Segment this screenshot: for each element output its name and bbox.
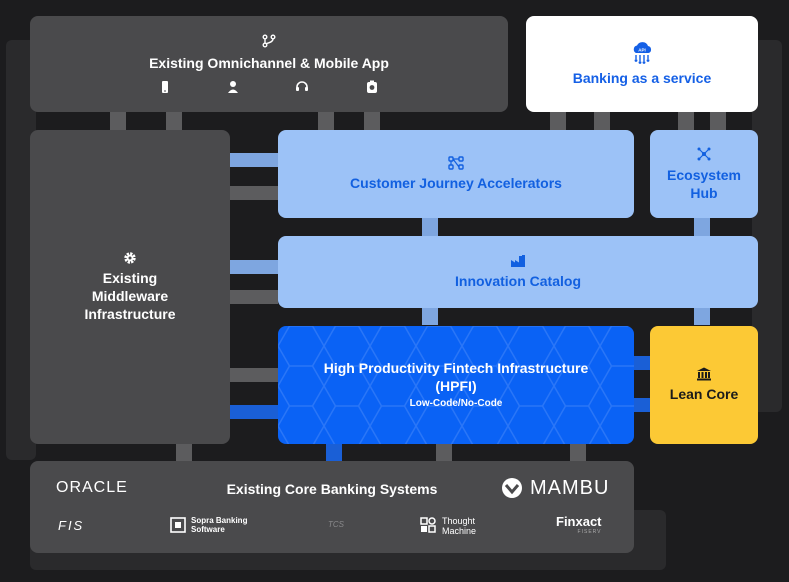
user-icon [228, 81, 238, 93]
bank-icon [697, 367, 711, 381]
connector [166, 112, 182, 130]
cja-box: Customer Journey Accelerators [278, 130, 634, 218]
branch-icon [262, 34, 276, 48]
sopra-logo-icon [170, 517, 186, 533]
connector [594, 112, 610, 130]
connector [230, 368, 278, 382]
mambu-logo-icon [502, 478, 522, 498]
connector [678, 112, 694, 130]
sopra-logo-line1: Sopra Banking [191, 516, 248, 525]
finxact-logo-text: Finxact [556, 514, 602, 529]
connector [632, 356, 650, 370]
headset-icon [296, 81, 308, 91]
sopra-logo-line2: Software [191, 525, 225, 534]
connector [318, 112, 334, 130]
oracle-logo: ORACLE [56, 479, 128, 496]
baas-box: API Banking as a service [526, 16, 758, 112]
api-cloud-icon: API [633, 42, 652, 64]
thought-machine-line1: Thought [442, 516, 476, 526]
ecosystem-box: Ecosystem Hub [650, 130, 758, 218]
connector [436, 443, 452, 461]
thought-machine-line2: Machine [442, 526, 477, 536]
connector [110, 112, 126, 130]
lean-core-title: Lean Core [669, 386, 739, 402]
connector [230, 405, 278, 419]
connector [570, 443, 586, 461]
tcs-logo: TCS [328, 520, 344, 529]
fis-logo: FIS [58, 518, 85, 533]
mobile-icon [162, 81, 168, 93]
sopra-logo: Sopra Banking Software [191, 516, 247, 534]
connector [422, 218, 438, 236]
mambu-logo: MAMBU [530, 477, 610, 499]
network-icon [697, 147, 711, 161]
middleware-box: Existing Middleware Infrastructure [30, 130, 230, 444]
thought-machine-logo: Thought Machine [442, 516, 476, 536]
flow-icon [448, 156, 464, 170]
ecosystem-title: Ecosystem Hub [667, 167, 741, 201]
cja-title: Customer Journey Accelerators [350, 175, 562, 191]
omnichannel-title: Existing Omnichannel & Mobile App [149, 55, 389, 71]
innovation-box: Innovation Catalog [278, 236, 758, 308]
hpfi-box: High Productivity Fintech Infrastructure… [278, 326, 634, 444]
core-banking-title: Existing Core Banking Systems [226, 481, 438, 497]
finxact-logo: Finxact FISERV [556, 514, 602, 536]
connector [230, 186, 278, 200]
api-cloud-icon-label: API [638, 48, 646, 53]
thought-machine-logo-icon [420, 517, 436, 533]
atm-icon [367, 80, 377, 93]
connector [230, 153, 278, 167]
gear-icon [124, 252, 136, 264]
connector [326, 443, 342, 461]
channel-icons [159, 80, 379, 94]
hexagon-pattern [278, 326, 634, 444]
connector [422, 307, 438, 325]
connector [550, 112, 566, 130]
connector [230, 260, 278, 274]
middleware-title: Existing Middleware Infrastructure [84, 270, 176, 322]
connector [176, 443, 192, 461]
connector [364, 112, 380, 130]
finxact-logo-sub: FISERV [577, 529, 602, 535]
omnichannel-box: Existing Omnichannel & Mobile App [30, 16, 508, 112]
core-banking-box: Existing Core Banking Systems ORACLE MAM… [30, 461, 634, 553]
connector [710, 112, 726, 130]
lean-core-box: Lean Core [650, 326, 758, 444]
factory-icon [511, 255, 525, 267]
baas-title: Banking as a service [572, 70, 712, 86]
connector [632, 398, 650, 412]
hpfi-title: High Productivity Fintech Infrastructure… [323, 360, 589, 394]
hpfi-subtitle: Low-Code/No-Code [409, 398, 503, 409]
connector [694, 307, 710, 325]
innovation-title: Innovation Catalog [455, 273, 581, 289]
connector [694, 218, 710, 236]
connector [230, 290, 278, 304]
